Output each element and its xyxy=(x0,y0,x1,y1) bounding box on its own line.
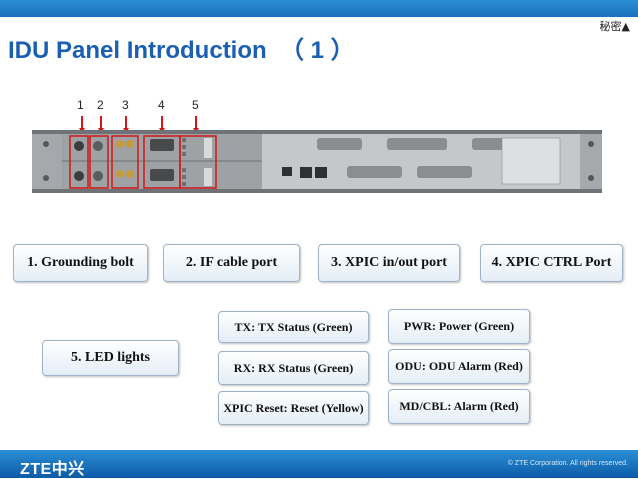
callout-number-3: 3 xyxy=(122,98,129,112)
label-md-cbl-alarm: MD/CBL: Alarm (Red) xyxy=(388,389,530,424)
zte-logo: ZTE中兴 xyxy=(20,461,85,478)
label-if-cable-port: 2. IF cable port xyxy=(163,244,300,282)
label-pwr: PWR: Power (Green) xyxy=(388,309,530,344)
label-xpic-ctrl-port: 4. XPIC CTRL Port xyxy=(480,244,623,282)
label-rx-status: RX: RX Status (Green) xyxy=(218,351,369,385)
copyright-text: © ZTE Corporation. All rights reserved. xyxy=(507,460,628,467)
callout-number-4: 4 xyxy=(158,98,165,112)
callout-number-1: 1 xyxy=(77,98,84,112)
label-xpic-reset: XPIC Reset: Reset (Yellow) xyxy=(218,391,369,425)
callout-numbers: 1 2 3 4 5 xyxy=(0,98,638,114)
callout-number-5: 5 xyxy=(192,98,199,112)
callout-number-2: 2 xyxy=(97,98,104,112)
label-tx-status: TX: TX Status (Green) xyxy=(218,311,369,343)
top-banner xyxy=(0,0,638,17)
label-grounding-bolt: 1. Grounding bolt xyxy=(13,244,148,282)
slide-title: IDU Panel Introduction （ 1 ） xyxy=(8,37,355,64)
label-led-lights: 5. LED lights xyxy=(42,340,179,376)
label-odu-alarm: ODU: ODU Alarm (Red) xyxy=(388,349,530,384)
bottom-banner xyxy=(0,450,638,478)
label-xpic-inout-port: 3. XPIC in/out port xyxy=(318,244,460,282)
idu-panel-image xyxy=(32,130,602,193)
classification-mark: 秘密▲ xyxy=(599,20,630,33)
